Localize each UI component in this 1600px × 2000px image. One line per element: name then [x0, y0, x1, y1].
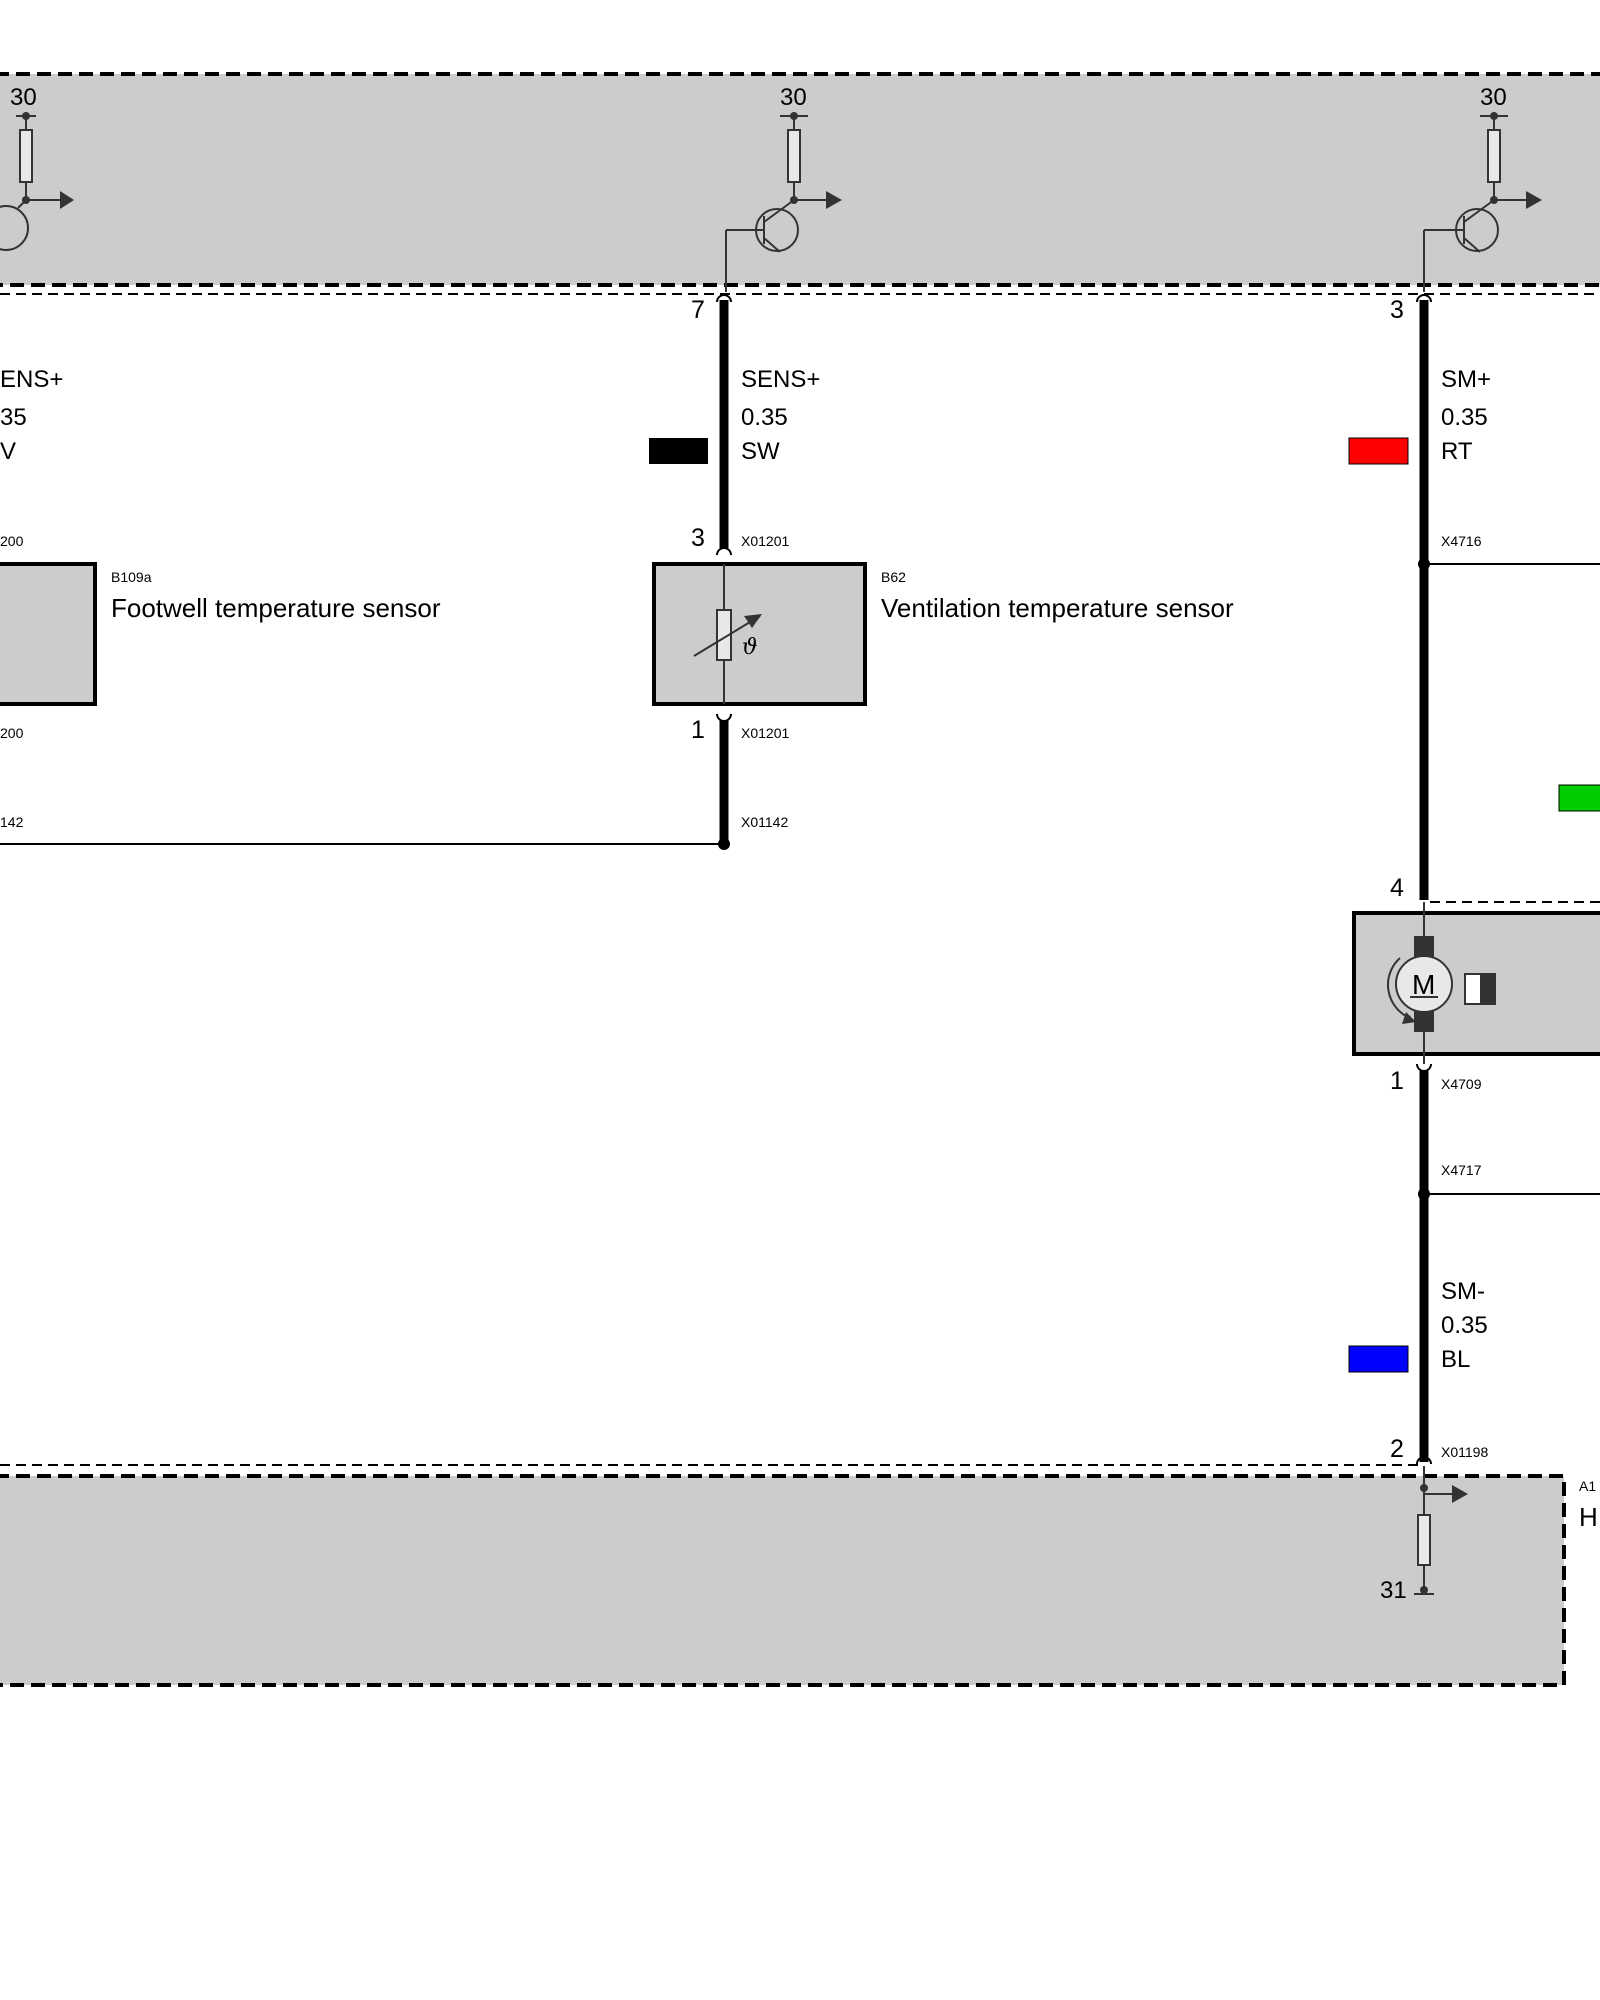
left-sensor-name: Footwell temperature sensor: [111, 593, 441, 623]
motor-circuit: 3 SM+ 0.35 RT X4716 4 M 1 X4709 X4717: [1348, 294, 1600, 1465]
left-wire-color-code: V: [0, 438, 16, 465]
motor-minus-color-code: BL: [1441, 1346, 1470, 1373]
motor-connector-x01198: X01198: [1441, 1444, 1488, 1460]
ground-label: 31: [1380, 1577, 1407, 1604]
supply-label-1: 30: [10, 84, 37, 111]
control-unit-bottom-id: A1: [1579, 1478, 1596, 1494]
left-connector-top: 200: [0, 533, 24, 549]
vent-signal-name: SENS+: [741, 366, 820, 393]
ground-output-arrow: [1452, 1485, 1468, 1503]
control-unit-bottom-name: H: [1579, 1502, 1598, 1532]
left-sensor-body: [0, 562, 97, 706]
motor-minus-color-swatch: [1348, 1345, 1409, 1373]
supply-label-2: 30: [780, 84, 807, 111]
vent-wire-size: 0.35: [741, 404, 788, 431]
motor-plus-color-swatch: [1348, 437, 1409, 465]
splice-top-node: [1418, 558, 1430, 570]
motor-glyph: M: [1412, 969, 1435, 1000]
control-unit-top: 30 30: [0, 72, 1600, 295]
motor-pin-top: 4: [1390, 874, 1404, 902]
motor-minus-signal: SM-: [1441, 1278, 1485, 1305]
driver-stage-2: [725, 115, 826, 292]
output-arrow-2: [826, 191, 842, 209]
output-arrow-3: [1526, 191, 1542, 209]
left-connector-bottom: 200: [0, 725, 24, 741]
left-signal-name: ENS+: [0, 366, 63, 393]
vent-sensor-id: B62: [881, 569, 906, 585]
supply-label-3: 30: [1480, 84, 1507, 111]
motor-pin-bottom: 1: [1390, 1067, 1404, 1095]
motor-symbol: M: [1387, 902, 1496, 1064]
motor-ecu-pin: 3: [1390, 296, 1404, 324]
motor-connector-bottom: X4709: [1441, 1076, 1482, 1092]
motor-minus-size: 0.35: [1441, 1312, 1488, 1339]
left-sensor-circuit: ENS+ 35 V 200 B109a Footwell temperature…: [0, 366, 441, 830]
left-sensor-id: B109a: [111, 569, 152, 585]
control-unit-bottom: 31 A1 H: [0, 1464, 1598, 1687]
output-arrow-1: [60, 191, 74, 209]
ground-resistor-stage: [1414, 1466, 1452, 1595]
ntc-symbol-glyph: ϑ: [742, 635, 758, 660]
driver-stage-3: [1423, 115, 1526, 292]
splice-bottom-node: [1418, 1188, 1430, 1200]
motor-plus-color-code: RT: [1441, 438, 1473, 465]
vent-wire-color-swatch: [649, 438, 708, 464]
motor-splice-top: X4716: [1441, 533, 1482, 549]
vent-sensor-name: Ventilation temperature sensor: [881, 593, 1234, 623]
vent-sensor-body: [652, 562, 867, 706]
motor-ecu-pin-bottom: 2: [1390, 1435, 1404, 1463]
left-wire-size: 35: [0, 404, 27, 431]
vent-connector-top: X01201: [741, 533, 789, 549]
vent-ground-connector: X01142: [741, 814, 788, 830]
vent-sensor-circuit: 7 SENS+ 0.35 SW 3 X01201 ϑ B62 Ventilati…: [649, 294, 1234, 850]
vent-wire-color-code: SW: [741, 438, 780, 465]
control-unit-bottom-body: [0, 1474, 1566, 1687]
vent-ecu-pin: 7: [691, 296, 705, 324]
left-ground-connector: 142: [0, 814, 24, 830]
vent-pin-bottom: 1: [691, 716, 705, 744]
ntc-resistor-symbol: [693, 564, 761, 704]
motor-plus-signal: SM+: [1441, 366, 1491, 393]
motor-splice-bottom: X4717: [1441, 1162, 1482, 1178]
motor-plus-size: 0.35: [1441, 404, 1488, 431]
vent-pin-top: 3: [691, 524, 705, 552]
ground-splice: [718, 838, 730, 850]
side-wire-color-swatch: [1558, 784, 1600, 812]
vent-connector-bottom: X01201: [741, 725, 789, 741]
